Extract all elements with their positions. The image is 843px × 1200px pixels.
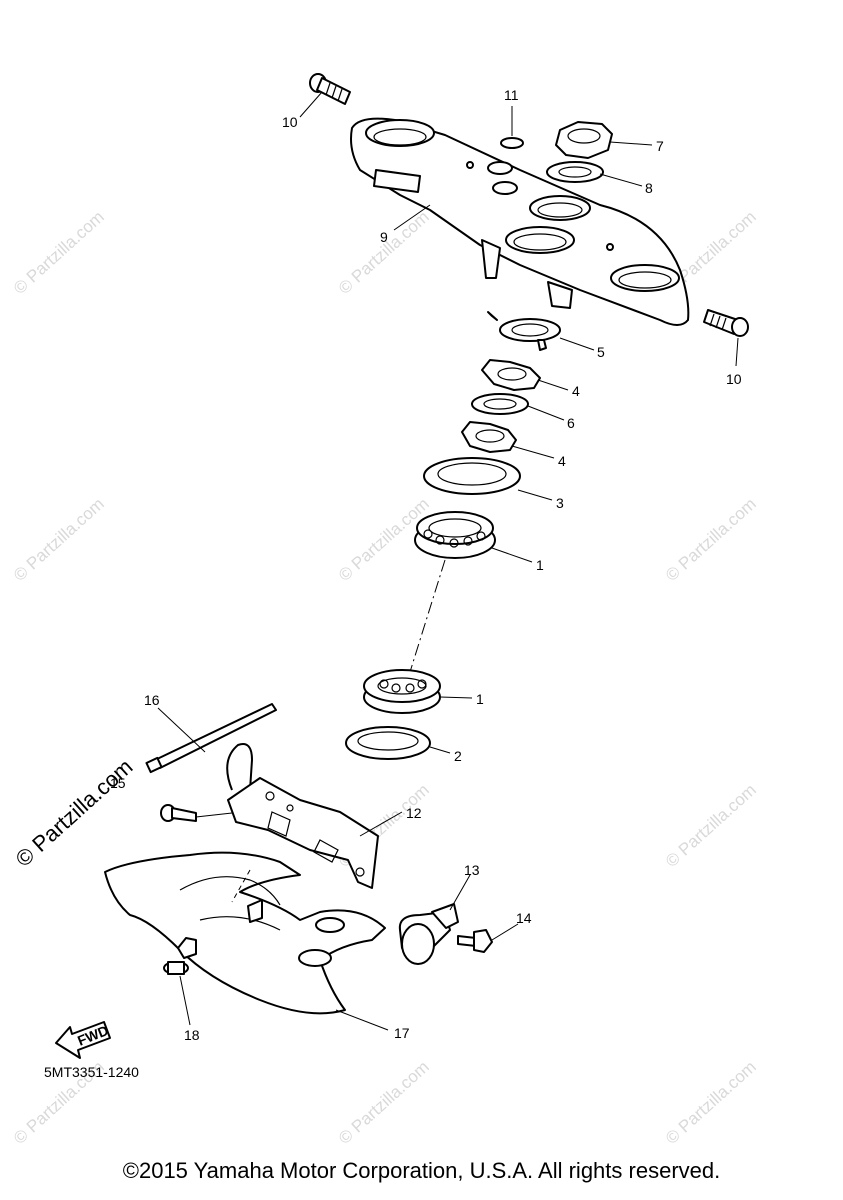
callout-13: 13 <box>464 862 480 878</box>
part-3-seal <box>423 457 521 495</box>
watermark-4: © Partzilla.com <box>10 494 108 585</box>
leader-lines <box>157 91 739 1031</box>
callout-14: 14 <box>516 910 532 926</box>
callout-4-upper: 4 <box>572 383 580 399</box>
part-1-bearing-lower <box>363 669 441 714</box>
part-13-clamp <box>398 903 459 965</box>
watermark-1: © Partzilla.com <box>10 207 108 298</box>
copyright-footer: ©2015 Yamaha Motor Corporation, U.S.A. A… <box>122 1158 721 1183</box>
watermark-11: © Partzilla.com <box>662 1057 760 1148</box>
part-10-bolt-top <box>309 73 351 105</box>
watermark-6: © Partzilla.com <box>662 494 760 585</box>
callout-2: 2 <box>454 748 462 764</box>
part-15-screw <box>160 804 197 822</box>
part-12-bracket <box>226 743 379 889</box>
callout-18: 18 <box>184 1027 200 1043</box>
callout-10-right: 10 <box>726 371 742 387</box>
part-6-washer <box>471 393 529 415</box>
part-5-lock-washer <box>487 311 561 351</box>
watermark-main: © Partzilla.com <box>11 754 138 872</box>
callout-12: 12 <box>406 805 422 821</box>
callout-6: 6 <box>567 415 575 431</box>
part-14-bolt <box>457 929 493 953</box>
mount-line <box>231 869 251 903</box>
callout-11: 11 <box>504 87 519 103</box>
callout-1-lower: 1 <box>476 691 484 707</box>
callout-17: 17 <box>394 1025 410 1041</box>
watermark-2: © Partzilla.com <box>335 207 433 298</box>
callout-9: 9 <box>380 229 388 245</box>
center-line <box>409 559 446 673</box>
part-16-cable-tie <box>145 703 277 774</box>
callout-4-lower: 4 <box>558 453 566 469</box>
part-4-ring-nut-upper <box>481 359 541 391</box>
callout-5: 5 <box>597 344 605 360</box>
callout-16: 16 <box>144 692 160 708</box>
part-2-seal-lower <box>345 726 431 760</box>
part-10-bolt-right <box>703 309 749 337</box>
part-1-bearing-upper <box>414 511 496 559</box>
callout-7: 7 <box>656 138 664 154</box>
diagram-code: 5MT3351-1240 <box>44 1064 139 1080</box>
callout-8: 8 <box>645 180 653 196</box>
part-9-upper-bracket <box>350 117 690 326</box>
watermark-8: © Partzilla.com <box>662 780 760 871</box>
callout-3: 3 <box>556 495 564 511</box>
part-4-ring-nut-lower <box>461 421 517 453</box>
part-7-nut <box>555 121 613 159</box>
callout-15: 15 <box>110 775 126 791</box>
callout-labels: 10 11 7 8 9 5 10 4 6 4 3 1 1 2 16 15 12 … <box>110 87 742 1043</box>
part-11-washer <box>500 137 524 149</box>
callout-10-top: 10 <box>282 114 298 130</box>
part-18-bolt <box>163 937 197 975</box>
callout-1-upper: 1 <box>536 557 544 573</box>
fwd-arrow-icon: FWD <box>55 1021 111 1059</box>
part-8-washer <box>546 161 604 183</box>
watermark-10: © Partzilla.com <box>335 1057 433 1148</box>
part-17-cover <box>104 851 386 1015</box>
